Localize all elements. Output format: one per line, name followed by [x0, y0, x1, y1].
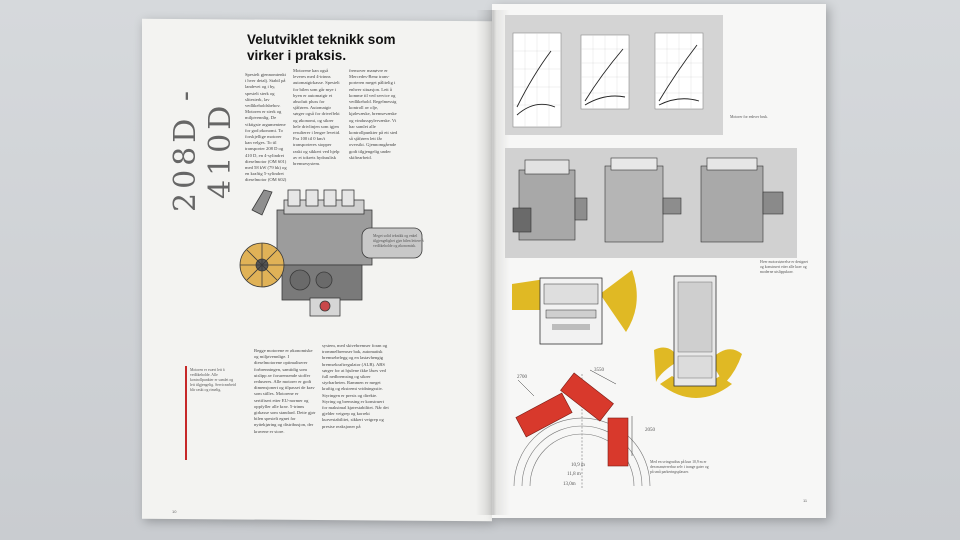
- top-view-van: [654, 275, 742, 398]
- text-column-2: Motorene kan også leveres med 4-trinns a…: [293, 68, 341, 167]
- mirror-view-illustration: [512, 270, 637, 345]
- dim-length: 3550: [594, 368, 604, 373]
- engine-photo: [239, 189, 423, 317]
- turning-circle-diagram: [513, 369, 651, 488]
- text-column-4: Begge motorene er økonomiske og miljøven…: [254, 348, 316, 434]
- engines-caption: Hver motorstørrelse er designet og konst…: [760, 260, 808, 274]
- side-caption: Motoren er svært lett å vedlikeholde. Al…: [190, 368, 236, 392]
- charts-caption: Motorer for enhver bruk.: [730, 115, 768, 119]
- vertical-title: 208D - 410D: [168, 87, 238, 213]
- text-column-1: Spesielt gjennomtenkt i hver detalj. Sta…: [245, 72, 287, 182]
- page-number-left: 10: [172, 509, 177, 514]
- performance-charts: [512, 32, 704, 128]
- engine-caption: Meget solid teknikk og enkel tilgjengeli…: [373, 234, 424, 248]
- accent-bar: [185, 366, 187, 460]
- headline: Velutviklet teknikk som virker i praksis…: [247, 32, 396, 63]
- page-number-right: 11: [803, 498, 808, 503]
- turning-radius-1: 10,9 m: [571, 463, 585, 468]
- page-gutter: [476, 10, 510, 515]
- turning-caption: Med en svingradius på kun 10,9 m er den …: [650, 460, 709, 474]
- turning-radius-2: 11,8 m: [567, 472, 581, 477]
- dim-height: 2050: [645, 428, 655, 433]
- text-column-3: fremover manøvre er Mercedes-Benz trans-…: [349, 68, 398, 160]
- dim-width: 2700: [517, 375, 527, 380]
- text-column-5: system, med skivebremser foran og tromme…: [322, 343, 389, 429]
- engine-cutaways: [512, 157, 784, 243]
- turning-radius-3: 13,0m: [563, 482, 576, 487]
